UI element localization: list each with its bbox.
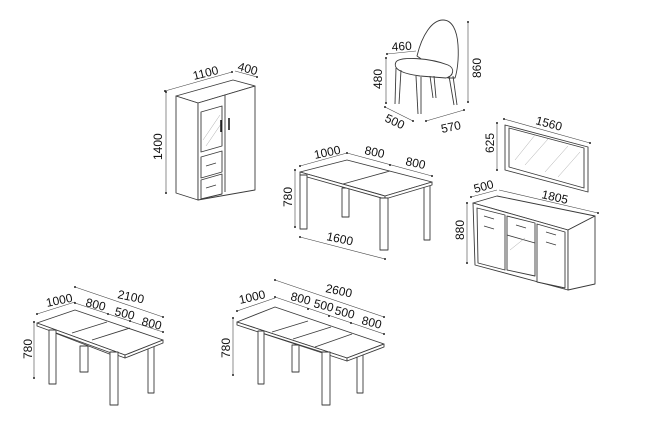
table-2100-total-label: 2100 xyxy=(116,287,145,306)
chair-seat-height-label: 480 xyxy=(371,69,385,89)
sideboard-width-label: 1805 xyxy=(540,187,569,207)
cabinet: 1100 400 1400 xyxy=(151,59,260,201)
mirror-height-label: 625 xyxy=(483,133,497,153)
table-2600-total-label: 2600 xyxy=(324,281,353,300)
mirror-width-label: 1560 xyxy=(534,113,564,134)
table-2100-depth-label: 1000 xyxy=(45,291,74,310)
table-2600-depth-label: 1000 xyxy=(238,287,267,307)
chair: 460 480 860 500 570 xyxy=(371,19,484,136)
chair-seat-width-label: 460 xyxy=(391,39,412,54)
table-2100: 1000 2100 800 500 800 780 xyxy=(21,286,164,406)
table-2100-height-label: 780 xyxy=(21,339,35,359)
table-2600-part1-label: 800 xyxy=(289,289,312,308)
sideboard-height-label: 880 xyxy=(453,220,467,240)
table-1600: 1000 800 800 1600 780 xyxy=(281,143,433,260)
table-1600-depth-label: 1000 xyxy=(313,143,342,162)
cabinet-height-label: 1400 xyxy=(151,133,165,160)
sideboard-depth-label: 500 xyxy=(472,177,495,196)
table-2600-part4-label: 800 xyxy=(360,313,383,332)
sideboard: 500 1805 880 xyxy=(453,177,599,291)
table-1600-leaf1-label: 800 xyxy=(363,143,386,161)
table-2100-part3-label: 800 xyxy=(140,314,163,333)
table-1600-length-label: 1600 xyxy=(325,229,354,248)
mirror: 1560 625 xyxy=(483,113,591,193)
chair-width-label: 570 xyxy=(440,118,463,136)
table-1600-height-label: 780 xyxy=(281,187,295,207)
table-2600: 1000 2600 800 500 500 800 780 780 xyxy=(219,279,385,406)
table-2600-height-label-visible: 780 xyxy=(219,338,233,358)
cabinet-width-label: 1100 xyxy=(191,63,220,83)
table-2600-part3-label: 500 xyxy=(333,303,356,322)
table-2100-part1-label: 800 xyxy=(84,295,107,314)
cabinet-depth-label: 400 xyxy=(236,59,259,78)
chair-height-label: 860 xyxy=(470,58,484,78)
table-1600-leaf2-label: 800 xyxy=(404,154,427,172)
table-2100-part2-label: 500 xyxy=(113,304,136,323)
table-2600-part2-label: 500 xyxy=(312,296,335,315)
chair-depth-label: 500 xyxy=(383,111,407,132)
